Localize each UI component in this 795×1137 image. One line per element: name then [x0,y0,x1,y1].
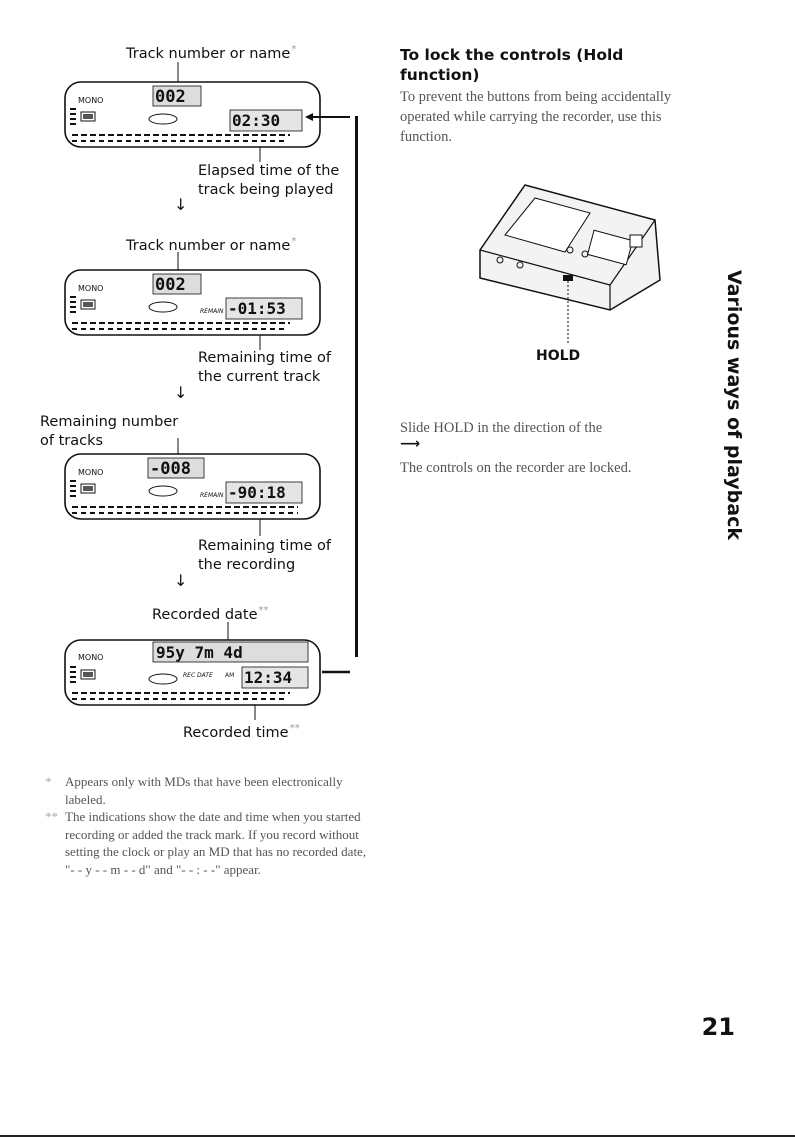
svg-text:MONO: MONO [78,653,103,662]
display1-bottom-label: Elapsed time of the track being played [198,163,340,198]
track-number: 002 [155,87,186,107]
display2-top-label: Track number or name* [126,236,297,254]
recorder-illustration [479,184,661,345]
display1-top-label: Track number or name* [126,44,297,62]
svg-text:REMAIN: REMAIN [200,492,224,499]
display4-top-label: Recorded date** [152,605,269,623]
svg-text:MONO: MONO [78,468,103,477]
display4-bottom-label: Recorded time** [183,723,300,741]
svg-text:002: 002 [155,275,186,295]
recorded-time: 12:34 [244,668,292,687]
hold-label: HOLD [536,348,581,364]
remaining-tracks: -008 [150,459,191,479]
hold-instruction-2: The controls on the recorder are locked. [400,460,632,476]
disc-icon [148,113,178,125]
lcd-display-2: MONO 002 REMAIN -01:53 [64,252,321,350]
arrow-down-icon: ↓ [174,571,188,590]
footnotes: * Appears only with MDs that have been e… [45,773,375,878]
lcd-display-3: MONO -008 REMAIN -90:18 [64,438,321,536]
mono-indicator: MONO [78,96,103,105]
hold-switch [563,275,573,281]
flow-line [355,116,358,657]
page-number: 21 [701,1013,735,1041]
svg-text:REC DATE: REC DATE [183,672,213,679]
lcd-display-1: MONO 002 02:30 [64,62,350,162]
footnote-1: * Appears only with MDs that have been e… [45,774,343,807]
svg-text:REMAIN: REMAIN [200,308,224,315]
page-bottom-border [0,1135,795,1137]
arrow-down-icon: ↓ [174,383,188,402]
elapsed-time: 02:30 [232,111,280,130]
battery-icon [80,111,96,122]
section-side-tab: Various ways of playback [723,270,745,540]
remaining-time: -01:53 [228,299,286,318]
arrow-down-icon: ↓ [174,195,188,214]
hold-heading: To lock the controls (Hold function) [400,46,624,84]
remaining-recording-time: -90:18 [228,483,286,502]
display3-bottom-label: Remaining time of the recording [198,538,331,573]
svg-text:AM: AM [225,672,234,679]
recorded-date: 95y 7m 4d [156,643,243,662]
svg-text:MONO: MONO [78,284,103,293]
level-meter-icon [70,108,76,125]
lcd-display-4: MONO 95y 7m 4d REC DATE AM 12:34 [64,622,350,720]
arrow-right-icon: ⟶ [400,436,421,452]
display2-bottom-label: Remaining time of the current track [198,350,331,385]
footnote-2: ** The indications show the date and tim… [45,809,367,877]
display3-top-label: Remaining number of tracks [40,414,179,449]
hold-intro: To prevent the buttons from being accide… [400,89,672,145]
hold-instruction-1: Slide HOLD in the direction of the [400,420,603,436]
